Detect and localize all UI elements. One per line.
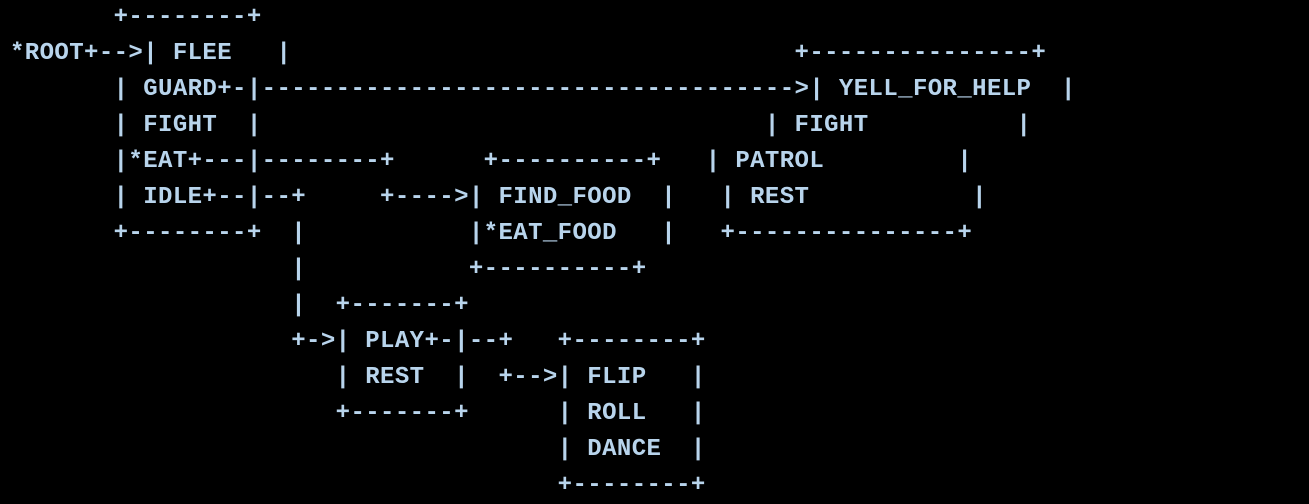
diagram-line: |*EAT+---|--------+ +----------+ | PATRO… — [10, 148, 973, 175]
diagram-line: +-------+ | ROLL | — [10, 400, 706, 427]
state-machine-diagram: +--------+ *ROOT+-->| FLEE | +-----------… — [10, 0, 1076, 504]
diagram-line: +--------+ | |*EAT_FOOD | +-------------… — [10, 220, 973, 247]
diagram-line: +->| PLAY+-|--+ +--------+ — [10, 328, 706, 355]
diagram-line: | +-------+ — [10, 292, 469, 319]
diagram-line: | FIGHT | | FIGHT | — [10, 112, 1032, 139]
diagram-line: | DANCE | — [10, 436, 706, 463]
diagram-line: | REST | +-->| FLIP | — [10, 364, 706, 391]
diagram-line: *ROOT+-->| FLEE | +---------------+ — [10, 40, 1047, 67]
diagram-line: | IDLE+--|--+ +---->| FIND_FOOD | | REST… — [10, 184, 987, 211]
diagram-line: +--------+ — [10, 4, 262, 31]
diagram-line: | +----------+ — [10, 256, 647, 283]
diagram-line: +--------+ — [10, 472, 706, 499]
diagram-line: | GUARD+-|------------------------------… — [10, 76, 1076, 103]
